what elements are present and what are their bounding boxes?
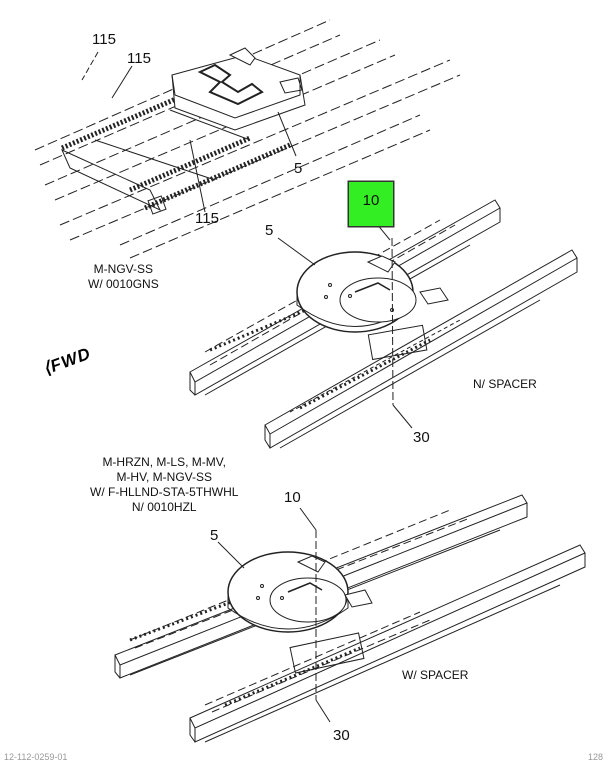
- caption-mid-line2: M-HV, M-NGV-SS: [116, 470, 213, 484]
- footer-right: 128: [588, 752, 604, 762]
- callout-5-bottom[interactable]: 5: [210, 527, 219, 544]
- callout-115-c[interactable]: 115: [195, 210, 219, 227]
- caption-top-line1: M-NGV-SS: [93, 262, 154, 276]
- callout-115-a[interactable]: 115: [92, 31, 116, 48]
- callout-10-highlighted[interactable]: 10: [348, 181, 394, 227]
- caption-no-spacer: N/ SPACER: [473, 377, 537, 391]
- caption-mid-line3: W/ F-HLLND-STA-5THWHL: [90, 485, 239, 499]
- bottom-frame-rails: [114, 494, 586, 743]
- caption-mid-group: M-HRZN, M-LS, M-MV, M-HV, M-NGV-SS W/ F-…: [90, 455, 238, 515]
- caption-top-line2: W/ 0010GNS: [88, 277, 159, 291]
- mid-fifth-wheel: [296, 251, 449, 361]
- caption-with-spacer: W/ SPACER: [402, 668, 469, 682]
- callout-5-top[interactable]: 5: [294, 160, 303, 177]
- bottom-fifth-wheel: [227, 551, 373, 674]
- callout-5-mid[interactable]: 5: [265, 222, 274, 239]
- top-leaders: [81, 51, 297, 213]
- callout-10-bottom[interactable]: 10: [284, 489, 301, 506]
- top-mounting-chain: [61, 95, 291, 215]
- caption-mid-line4: N/ 0010HZL: [131, 500, 197, 514]
- caption-mid-line1: M-HRZN, M-LS, M-MV,: [102, 455, 226, 469]
- callout-30-mid[interactable]: 30: [413, 429, 430, 446]
- callout-30-bottom[interactable]: 30: [333, 727, 350, 744]
- footer-left: 12-112-0259-01: [4, 752, 68, 762]
- caption-top-group: M-NGV-SS W/ 0010GNS: [88, 262, 159, 292]
- bottom-leaders: [217, 507, 331, 723]
- top-fifth-wheel: [171, 47, 306, 131]
- callout-115-b[interactable]: 115: [127, 50, 151, 67]
- callout-highlight-bg: [347, 180, 395, 228]
- mid-leaders: [277, 217, 413, 429]
